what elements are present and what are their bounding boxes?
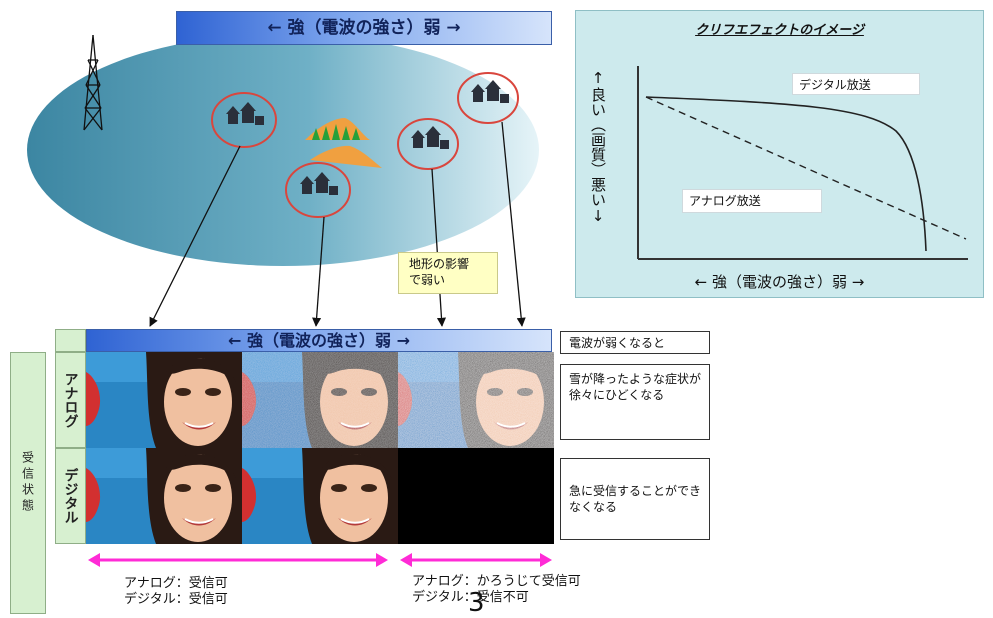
- digital-image-lost: [398, 448, 554, 544]
- tower-icon: [83, 34, 103, 131]
- digital-curve: [645, 96, 927, 252]
- top-signal-banner-text: ← 強（電波の強さ）弱 →: [267, 18, 461, 38]
- coverage-diagram: [27, 34, 539, 327]
- side-reception-label: 受信状態: [10, 352, 46, 614]
- arrow-2: [312, 216, 325, 327]
- row-digital-label: デジタル: [55, 448, 86, 544]
- terrain-note: 地形の影響 で弱い: [398, 252, 498, 294]
- side-reception-label-text: 受信状態: [20, 451, 35, 515]
- cliff-effect-panel: クリフエフェクトのイメージ ↑良い（画質）悪い↓ デジタル放送 アナログ放送 ←…: [575, 10, 984, 298]
- coverage-area: [27, 34, 539, 266]
- cliff-x-axis-label: ← 強（電波の強さ）弱 →: [694, 273, 865, 291]
- terrain-note-line2: で弱い: [409, 272, 446, 287]
- range-arrows: [88, 553, 552, 567]
- analog-image-weak: [398, 352, 554, 448]
- grid-signal-banner-text: ← 強（電波の強さ）弱 →: [228, 331, 410, 350]
- summary-weak-line2: デジタル：受信不可: [412, 590, 529, 606]
- digital-image-medium: [242, 448, 398, 544]
- arrow-4: [501, 121, 526, 327]
- summary-weak: アナログ：かろうじて受信可 デジタル：受信不可: [412, 574, 581, 607]
- summary-strong: アナログ：受信可 デジタル：受信可: [124, 576, 228, 609]
- house-group-1-icon: [211, 92, 277, 148]
- digital-image-strong: [86, 448, 242, 544]
- house-group-4-icon: [457, 72, 519, 124]
- grid-signal-banner: ← 強（電波の強さ）弱 →: [86, 329, 552, 352]
- terrain-icon: [305, 118, 382, 168]
- arrow-3: [431, 168, 447, 327]
- analog-label: アナログ放送: [682, 189, 822, 213]
- digital-description: 急に受信することができなくなる: [560, 458, 710, 540]
- cliff-y-axis-label: ↑良い（画質）悪い↓: [589, 69, 607, 225]
- summary-strong-line1: アナログ：受信可: [124, 576, 228, 591]
- page-number: 3: [468, 588, 485, 618]
- analog-description: 雪が降ったような症状が徐々にひどくなる: [560, 364, 710, 440]
- top-signal-banner: ← 強（電波の強さ）弱 →: [176, 11, 552, 45]
- house-group-3-icon: [397, 118, 459, 170]
- summary-strong-line2: デジタル：受信可: [124, 592, 228, 608]
- header-right: 電波が弱くなると: [560, 331, 710, 354]
- arrow-1: [149, 145, 241, 327]
- house-group-2-icon: [285, 162, 351, 218]
- row-analog-label: アナログ: [55, 352, 86, 448]
- terrain-note-line1: 地形の影響: [409, 257, 470, 271]
- grid-corner: [55, 329, 86, 352]
- analog-image-medium: [242, 352, 398, 448]
- summary-weak-line1: アナログ：かろうじて受信可: [412, 574, 581, 589]
- cliff-panel-title: クリフエフェクトのイメージ: [695, 23, 864, 38]
- digital-label: デジタル放送: [792, 73, 920, 95]
- cliff-graph: [637, 66, 968, 260]
- analog-line: [645, 96, 967, 240]
- analog-image-strong: [86, 352, 242, 448]
